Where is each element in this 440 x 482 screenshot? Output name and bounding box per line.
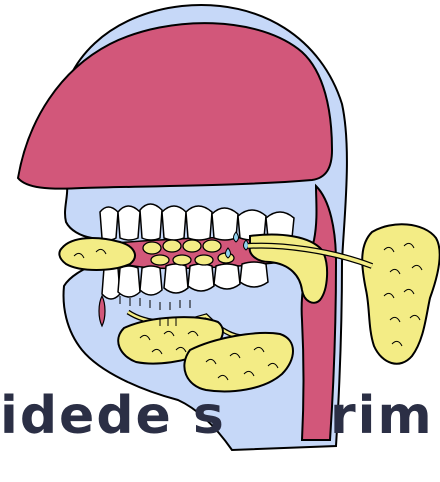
tooth — [164, 264, 188, 293]
gland-lobule — [203, 240, 221, 252]
nasal-cavity — [18, 23, 332, 189]
gland-lobule — [173, 255, 191, 265]
caption-left: idede s — [0, 386, 226, 446]
gland-lobule — [163, 240, 181, 252]
tooth — [118, 266, 140, 297]
lip-detail — [99, 296, 105, 326]
labial-gland — [59, 238, 135, 270]
tooth — [100, 207, 118, 240]
tooth — [188, 264, 214, 291]
caption-right: rim — [330, 386, 434, 446]
tooth — [102, 266, 120, 299]
tooth — [140, 204, 162, 240]
parotid-gland — [362, 224, 440, 363]
gland-lobule — [195, 255, 213, 265]
tooth — [140, 266, 162, 295]
caption-text-right: rim — [330, 386, 440, 446]
gland-lobule — [151, 255, 169, 265]
tooth — [186, 206, 212, 240]
gland-lobule — [143, 242, 161, 254]
tooth — [118, 206, 140, 240]
tooth — [240, 262, 268, 287]
tooth — [162, 206, 186, 240]
gland-lobule — [183, 240, 201, 252]
tooth — [214, 264, 240, 289]
